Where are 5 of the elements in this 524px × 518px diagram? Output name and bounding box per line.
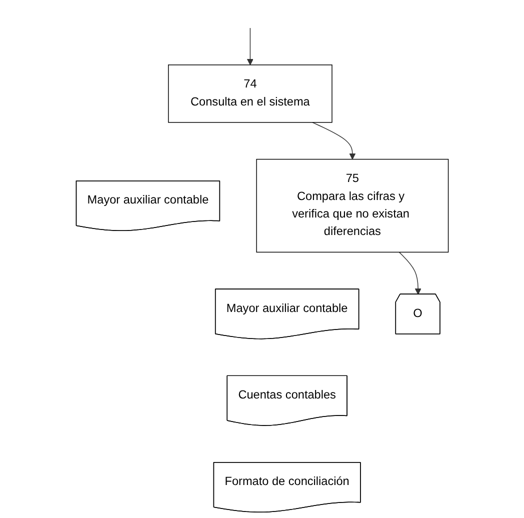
arrow: [312, 122, 356, 160]
node-box: 74 Consulta en el sistema: [168, 64, 332, 123]
arrow: [398, 252, 422, 295]
node-box: 75 Compara las cifras y verifica que no existan diferencias: [256, 158, 448, 253]
arrow: [246, 28, 254, 66]
